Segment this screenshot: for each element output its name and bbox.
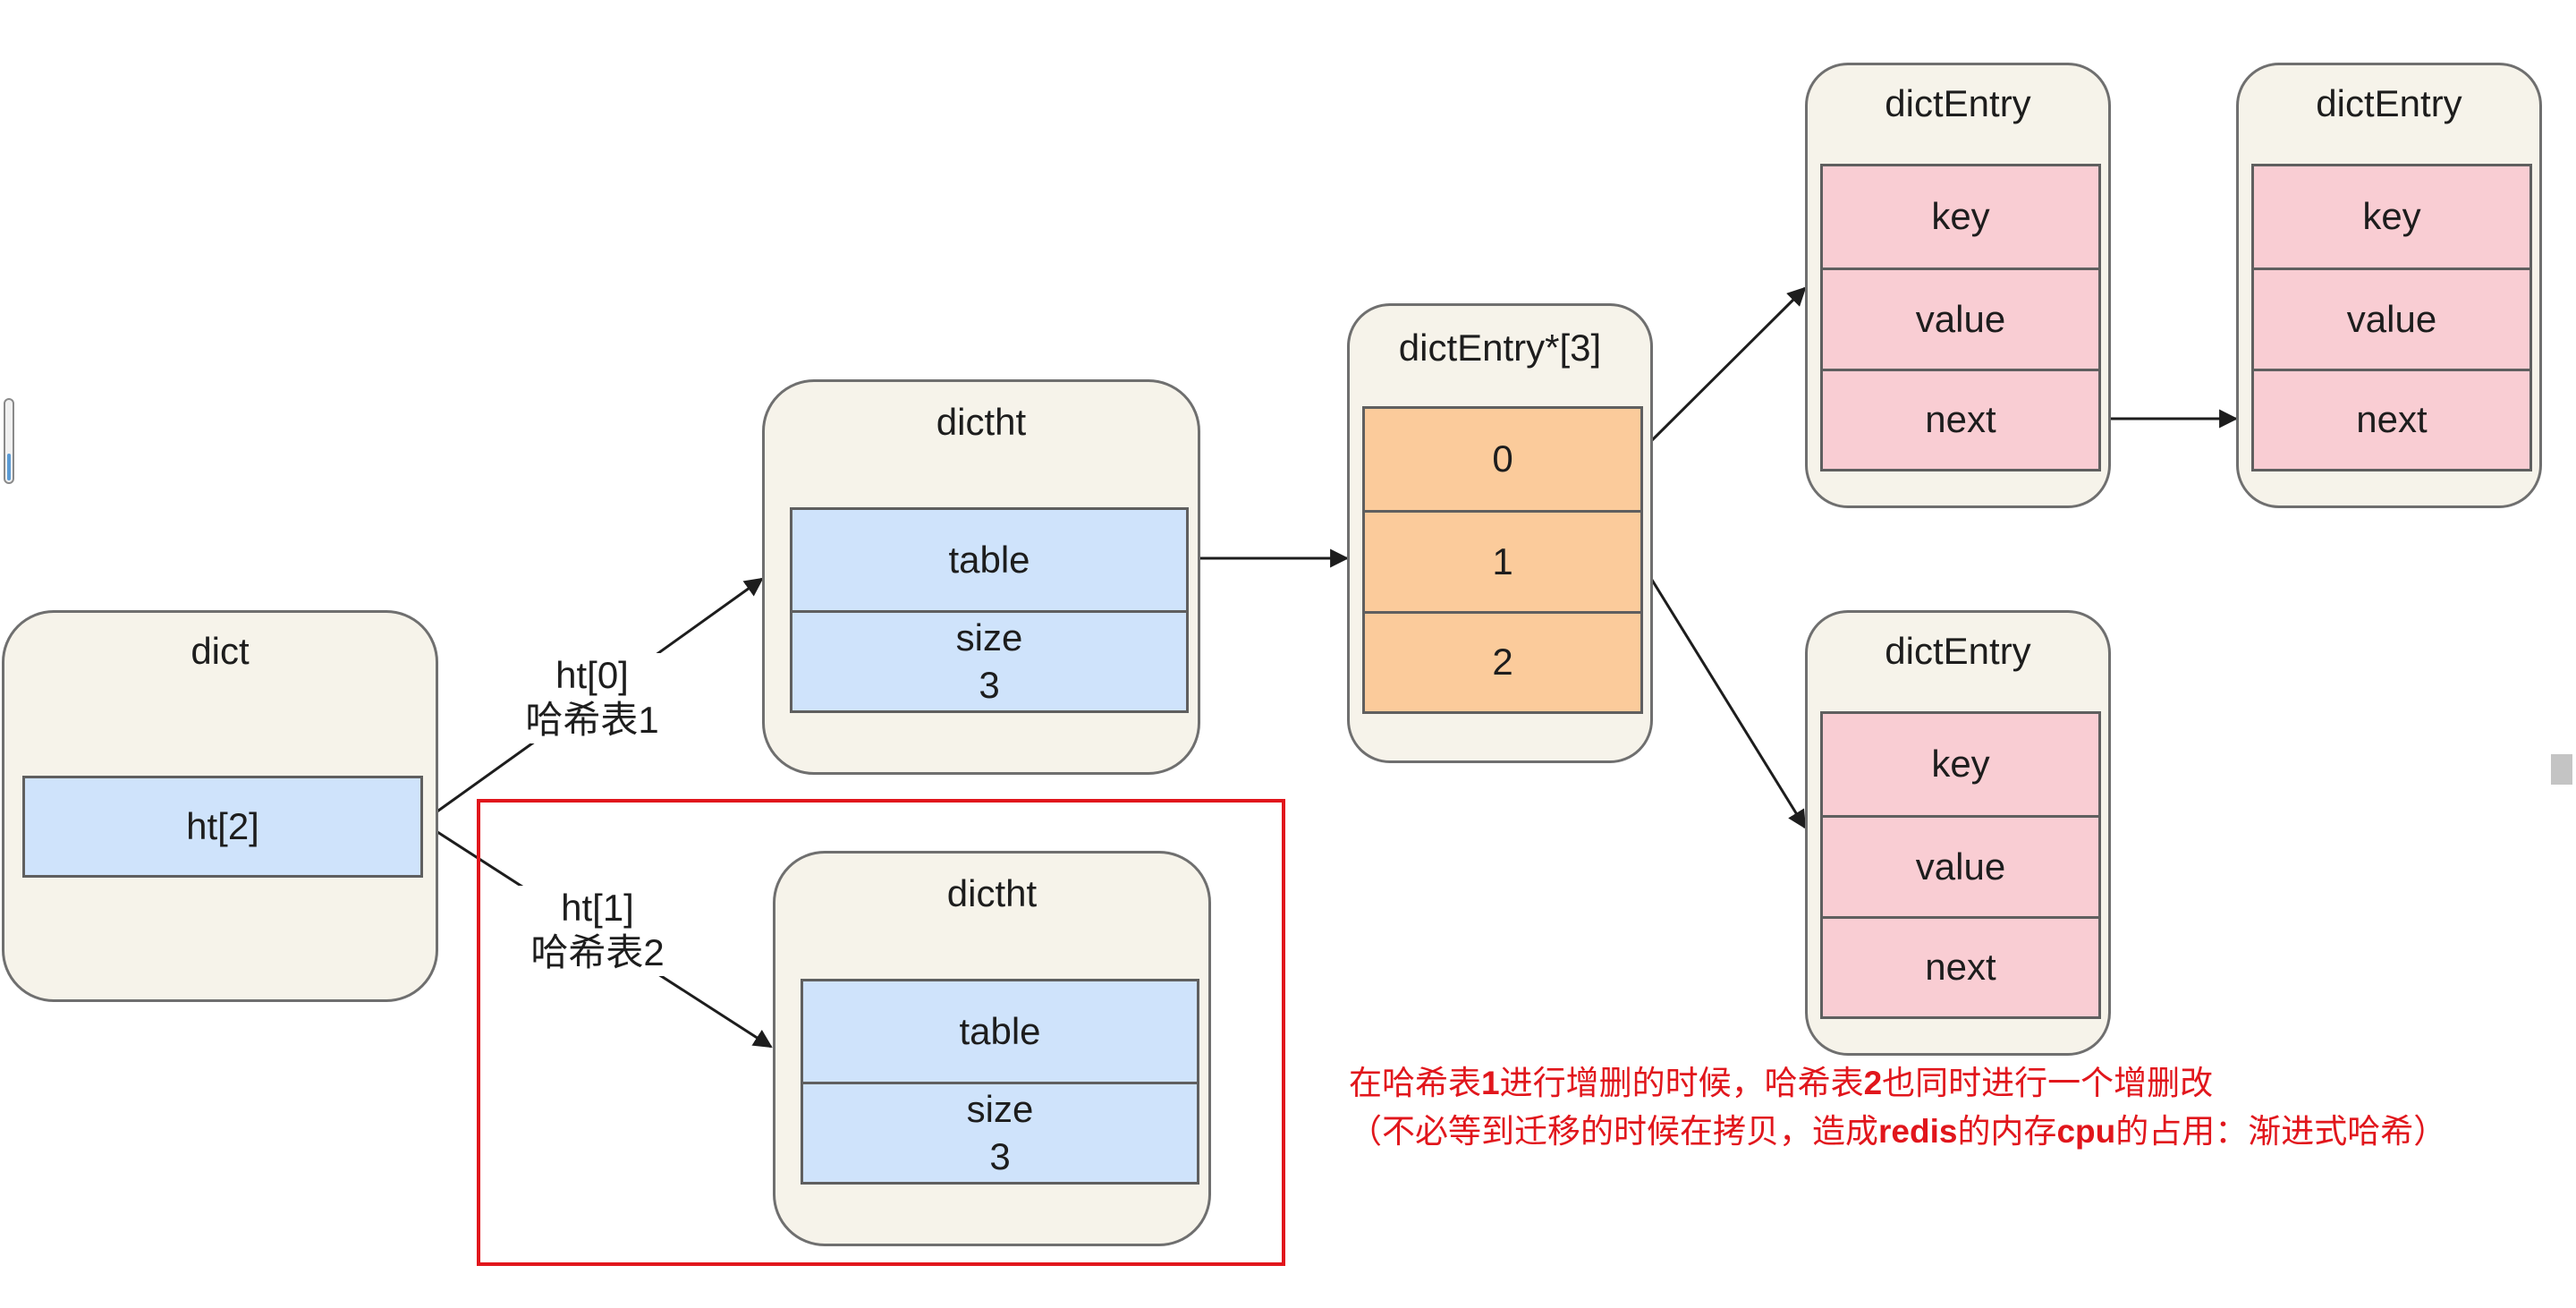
ht1-label: ht[1] 哈希表2	[513, 886, 682, 976]
bucket-array-node: dictEntry*[3] 0 1 2	[1347, 303, 1653, 763]
dictht-2-title: dictht	[946, 872, 1038, 914]
dict-entry-c-value: value	[1823, 815, 2098, 916]
dict-title: dict	[191, 630, 250, 672]
dictht-node-1: dictht table size 3	[762, 379, 1200, 775]
dictht-2-table: table	[803, 981, 1197, 1082]
dictht-node-2: dictht table size 3	[773, 851, 1211, 1246]
zoom-slider[interactable]	[4, 398, 14, 484]
dict-entry-b-title: dictEntry	[2316, 82, 2462, 124]
ht0-label-line1: ht[0]	[555, 654, 629, 696]
dictht-2-size-value: 3	[989, 1134, 1011, 1177]
bucket-slot-1: 1	[1365, 510, 1640, 611]
dictht-1-table: table	[792, 510, 1186, 610]
highlight-frame	[477, 799, 1285, 1266]
zoom-slider-fill	[7, 454, 11, 480]
dictht-1-title: dictht	[936, 401, 1027, 443]
annotation-line-2: （不必等到迁移的时候在拷贝，造成redis的内存cpu的占用：渐进式哈希）	[1349, 1111, 2447, 1151]
dict-entry-b-value: value	[2254, 268, 2529, 369]
ht1-label-line1: ht[1]	[561, 887, 634, 929]
bucket-slot-2: 2	[1365, 611, 1640, 711]
dictht-2-table-label: table	[959, 1009, 1041, 1052]
dictht-2-fields: table size 3	[801, 979, 1199, 1185]
dict-entry-node-b: dictEntry key value next	[2236, 63, 2542, 508]
dictht-1-size: size 3	[792, 610, 1186, 710]
dictht-1-size-value: 3	[979, 663, 1000, 706]
scrollbar-thumb[interactable]	[2551, 754, 2572, 785]
dict-entry-b-fields: key value next	[2251, 164, 2532, 471]
dict-entry-b-key: key	[2254, 166, 2529, 268]
dict-entry-b-next: next	[2254, 369, 2529, 469]
dictht-2-size-label: size	[966, 1088, 1034, 1130]
edge-slot0-to-entry	[1637, 286, 1807, 455]
edge-slot1-to-entry	[1637, 557, 1807, 829]
dict-entry-c-next: next	[1823, 916, 2098, 1016]
ht0-label-line2: 哈希表1	[525, 699, 659, 742]
dict-node: dict ht[2]	[2, 610, 438, 1002]
dictht-1-table-label: table	[948, 538, 1030, 581]
dict-entry-a-fields: key value next	[1820, 164, 2101, 471]
dict-entry-node-c: dictEntry key value next	[1805, 610, 2111, 1056]
dict-entry-a-title: dictEntry	[1885, 82, 2031, 124]
bucket-array-title: dictEntry*[3]	[1398, 327, 1602, 369]
dictht-2-size: size 3	[803, 1082, 1197, 1182]
dict-ht-field: ht[2]	[22, 776, 423, 878]
vertical-scrollbar[interactable]	[2549, 0, 2576, 1308]
dict-entry-a-next: next	[1823, 369, 2098, 469]
dict-entry-node-a: dictEntry key value next	[1805, 63, 2111, 508]
dictht-1-size-label: size	[955, 616, 1023, 658]
dict-entry-a-key: key	[1823, 166, 2098, 268]
annotation-note: 在哈希表1进行增删的时候，哈希表2也同时进行一个增删改 （不必等到迁移的时候在拷…	[1349, 1059, 2446, 1155]
bucket-slot-0: 0	[1365, 409, 1640, 510]
dict-entry-a-value: value	[1823, 268, 2098, 369]
bucket-array-slots: 0 1 2	[1362, 406, 1643, 714]
ht0-label: ht[0] 哈希表1	[508, 653, 676, 743]
dict-entry-c-fields: key value next	[1820, 711, 2101, 1019]
ht1-label-line2: 哈希表2	[530, 931, 665, 974]
dict-entry-c-key: key	[1823, 714, 2098, 815]
dict-entry-c-title: dictEntry	[1885, 630, 2031, 672]
annotation-line-1: 在哈希表1进行增删的时候，哈希表2也同时进行一个增删改	[1349, 1064, 2214, 1102]
dictht-1-fields: table size 3	[790, 507, 1189, 713]
